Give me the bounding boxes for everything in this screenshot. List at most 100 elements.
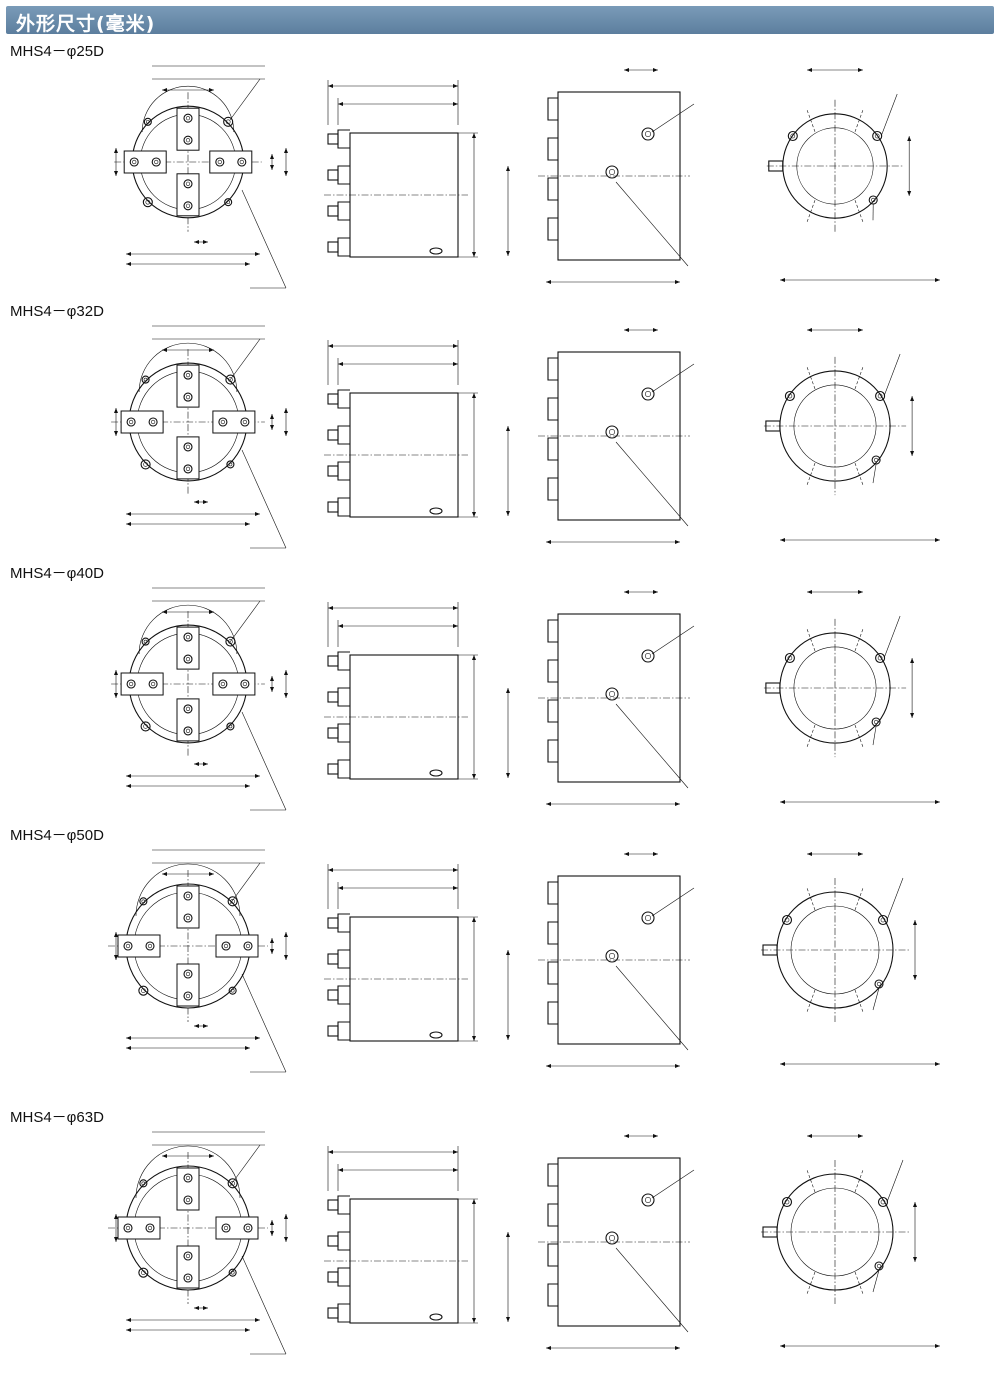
finger-jaw <box>337 237 350 257</box>
screw-hole-inner <box>880 1199 886 1205</box>
screw-hole-inner <box>145 199 151 205</box>
arrow-head <box>194 1024 199 1028</box>
arrow-head <box>910 396 915 401</box>
body-flange <box>138 342 238 393</box>
arrow-head <box>270 425 274 430</box>
arrow-head <box>194 240 199 244</box>
screw-hole-inner <box>645 1197 652 1204</box>
screw-hole <box>183 1195 193 1205</box>
screw-hole-inner <box>874 457 879 463</box>
screw-hole <box>183 991 193 1001</box>
screw-hole <box>781 914 793 926</box>
front-view <box>114 65 288 289</box>
hidden-slot <box>806 724 864 748</box>
arrow-head <box>126 784 131 788</box>
arrow-head <box>338 1168 343 1172</box>
leader-line <box>229 600 261 643</box>
screw-hole-inner <box>185 634 191 640</box>
arrow-head <box>675 1346 680 1350</box>
finger-jaw <box>176 698 200 742</box>
hidden-slot <box>806 887 864 911</box>
finger-tip <box>327 1199 339 1211</box>
screw-hole-inner <box>226 200 231 205</box>
screw-hole-inner <box>185 1197 191 1203</box>
front-view <box>108 849 288 1073</box>
screw-hole-inner <box>185 971 191 977</box>
finger-tip <box>327 989 339 1001</box>
screw-hole <box>143 117 152 126</box>
finger-jaw <box>209 150 253 174</box>
arrow-head <box>284 1237 288 1242</box>
finger-jaw <box>337 949 350 969</box>
screw-hole-inner <box>228 639 233 644</box>
arrow-head <box>338 362 343 366</box>
screw-hole <box>221 1223 231 1233</box>
finger-jaw <box>547 739 558 763</box>
arrow-head <box>203 1024 208 1028</box>
arrow-head <box>935 538 940 542</box>
arrow-head <box>913 1202 917 1207</box>
arrow-head <box>472 1036 476 1041</box>
screw-hole <box>183 370 193 380</box>
arrow-head <box>506 426 510 431</box>
screw-hole <box>243 941 253 951</box>
finger-jaw <box>215 934 259 958</box>
screw-hole <box>218 679 228 689</box>
arrow-head <box>780 1062 785 1066</box>
arrow-head <box>203 762 208 766</box>
screw-hole-inner <box>645 391 652 398</box>
back-view <box>763 590 940 804</box>
arrow-head <box>624 1134 629 1138</box>
arrow-head <box>506 773 510 778</box>
finger-jaw <box>176 1167 200 1211</box>
arrow-head <box>270 154 274 159</box>
screw-hole <box>148 679 158 689</box>
arrow-head <box>284 171 288 176</box>
screw-hole <box>225 374 236 385</box>
finger-jaw <box>176 436 200 480</box>
finger-jaw <box>176 885 200 929</box>
port-hole <box>429 1313 443 1321</box>
locating-pin <box>765 420 781 432</box>
screw-hole-inner <box>880 917 886 923</box>
screw-hole-inner <box>145 119 150 124</box>
arrow-head <box>203 1306 208 1310</box>
back-view <box>766 68 940 282</box>
screw-hole <box>224 198 233 207</box>
leader-line <box>651 363 695 393</box>
screw-hole-inner <box>645 915 652 922</box>
screw-hole <box>145 941 155 951</box>
finger-jaw <box>120 672 164 696</box>
finger-jaw <box>123 150 167 174</box>
side-view <box>324 602 478 780</box>
arrow-head <box>780 1344 785 1348</box>
finger-jaw <box>547 619 558 643</box>
port-view <box>506 328 695 544</box>
screw-hole-inner <box>874 719 879 725</box>
leader-line <box>651 103 695 133</box>
arrow-head <box>653 328 658 332</box>
screw-hole-inner <box>132 159 137 165</box>
port-hole <box>429 769 443 777</box>
arrow-head <box>506 251 510 256</box>
screw-hole-inner <box>185 656 191 662</box>
screw-hole <box>183 464 193 474</box>
arrow-head <box>255 1318 260 1322</box>
screw-hole-inner <box>185 1275 191 1281</box>
screw-hole-inner <box>185 138 191 143</box>
finger-jaw <box>337 425 350 445</box>
model-title: MHS4－φ32D <box>10 303 104 320</box>
screw-hole-inner <box>230 1270 235 1275</box>
screw-hole-inner <box>609 429 616 436</box>
screw-hole-inner <box>245 943 251 949</box>
arrow-head <box>624 852 629 856</box>
screw-hole <box>183 1273 193 1283</box>
screw-hole <box>227 1178 238 1189</box>
model-title: MHS4－φ25D <box>10 43 104 60</box>
section-header: 外形尺寸(毫米) <box>6 6 994 35</box>
arrow-head <box>858 590 863 594</box>
arrow-head <box>114 171 118 176</box>
arrow-head <box>270 414 274 419</box>
arrow-head <box>162 348 167 352</box>
screw-hole <box>605 165 619 179</box>
